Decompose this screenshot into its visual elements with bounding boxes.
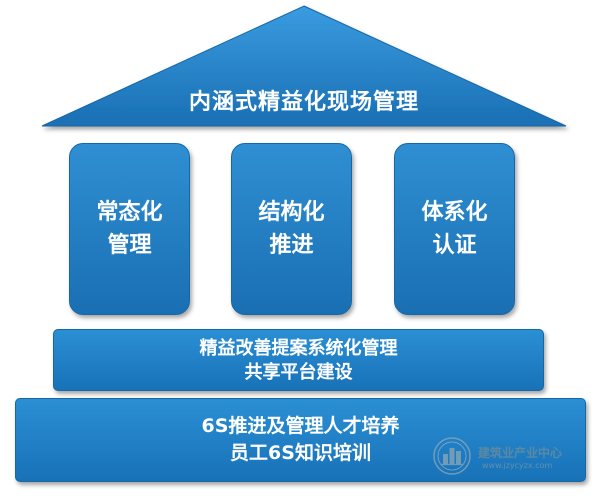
pillar-system-certification: 体系化 认证 <box>394 143 515 315</box>
watermark-name: 建筑业产业中心 <box>478 446 563 460</box>
building-logo-icon <box>433 437 471 475</box>
roof-title: 内涵式精益化现场管理 <box>188 90 419 115</box>
pillar-label: 结构化 推进 <box>258 200 325 258</box>
roof-shape <box>41 5 567 127</box>
pillar-label: 体系化 认证 <box>421 200 488 258</box>
watermark-url: www.jzycyzx.com <box>482 461 553 470</box>
pillar-label: 常态化 管理 <box>96 200 163 258</box>
pillar-routine-management: 常态化 管理 <box>69 143 190 315</box>
middle-band-line2: 共享平台建设 <box>244 362 353 383</box>
middle-band: 精益改善提案系统化管理 共享平台建设 <box>53 329 544 391</box>
foundation-band-line1: 6S推进及管理人才培养 <box>201 415 400 437</box>
watermark: 建筑业产业中心 www.jzycyzx.com <box>432 436 592 480</box>
middle-band-line1: 精益改善提案系统化管理 <box>199 338 398 359</box>
foundation-band-line2: 员工6S知识培训 <box>230 442 371 464</box>
foundation-band: 6S推进及管理人才培养 员工6S知识培训 <box>15 398 586 482</box>
pillar-structured-promotion: 结构化 推进 <box>231 143 352 315</box>
